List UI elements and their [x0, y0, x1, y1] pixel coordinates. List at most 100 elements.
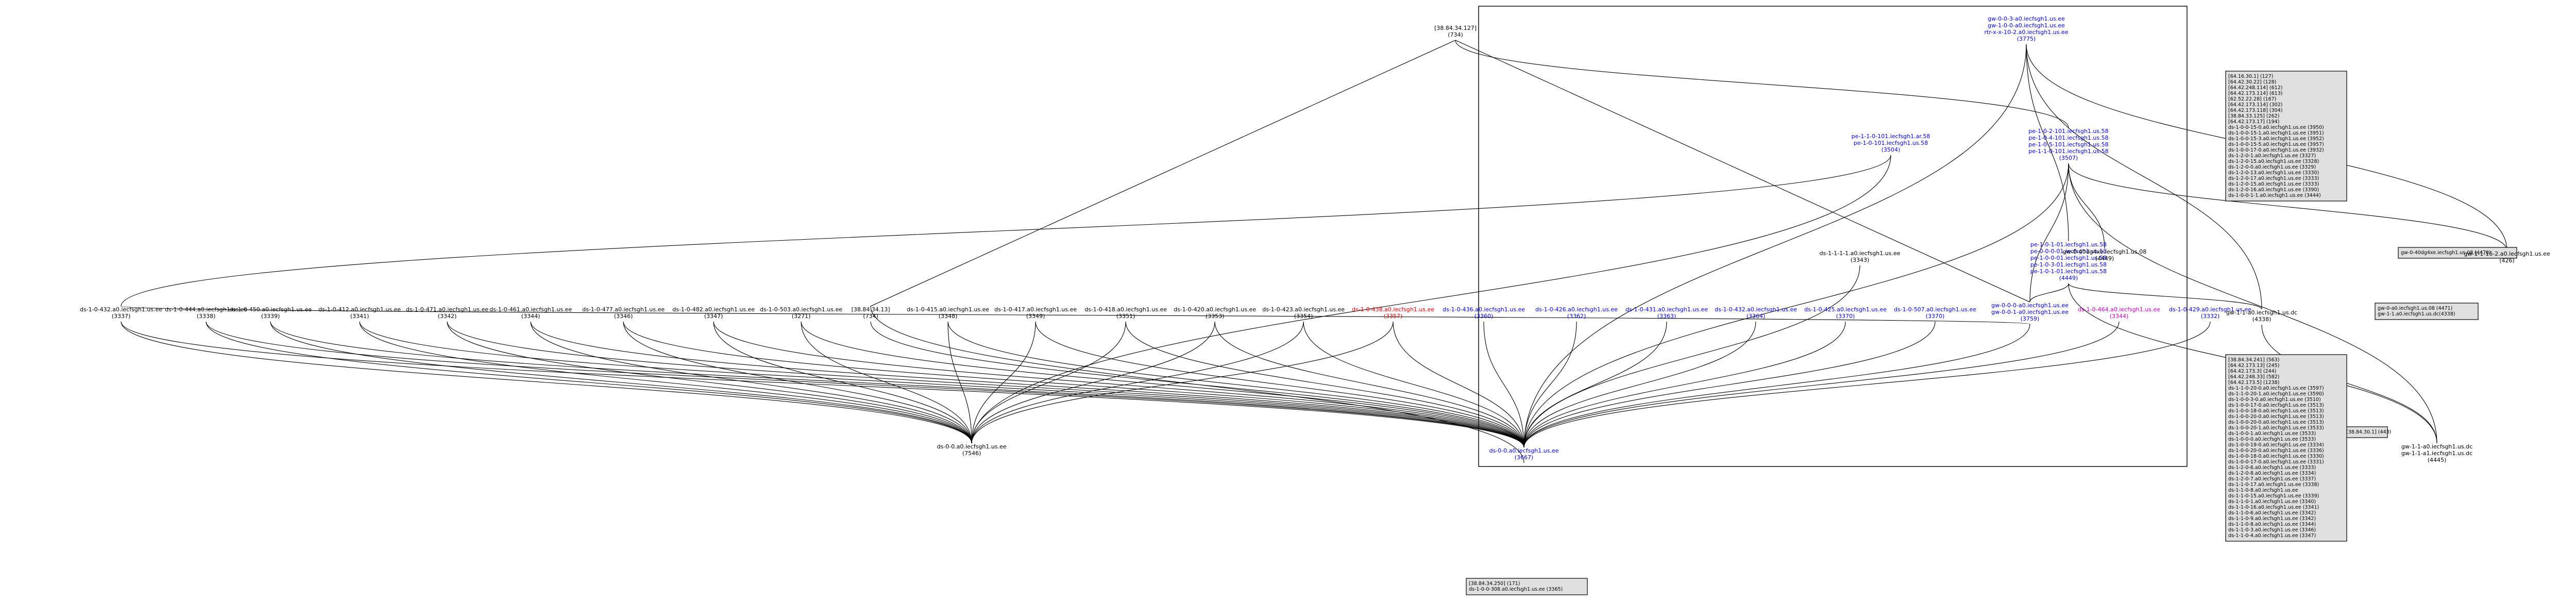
- graph-edge: [801, 321, 1524, 448]
- group-box-line: ds-1-0-0-15-0.a0.iecfsgh1.us.ee (3950): [2228, 125, 2324, 130]
- group-box-line: ds-1-0-0-3-0.a0.iecfsgh1.us.ee (3510): [2228, 397, 2321, 403]
- node-line: (3337): [112, 313, 131, 320]
- node-line: ds-1-0-444.a0.iecfsgh1.us.ee: [165, 306, 247, 313]
- node-line: (3370): [1836, 313, 1855, 320]
- node-label-hub: ds-0-0.a0.iecfsgh1.us.ee(3667): [1489, 447, 1558, 461]
- node-line: pe-0-0-0-01.iecfsgh1.us.58: [2030, 248, 2107, 255]
- graph-edge: [1523, 321, 1667, 448]
- node-line: (3759): [2021, 315, 2040, 322]
- group-box-line: gw-0-a0.iecfsgh1.us.08 (4471): [2378, 306, 2452, 311]
- node-line: gw-1-1-a0.iecfsgh1.us.dc: [2226, 309, 2297, 316]
- group-box-line: ds-1-1-0-20-0.a0.iecfsgh1.us.ee (3597): [2228, 386, 2324, 391]
- graph-edge: [206, 321, 1524, 448]
- group-box-line: ds-1-2-0-1.a0.iecfsgh1.us.ee (3327): [2228, 153, 2316, 159]
- node-line: gw-0-0-0-a0.iecfsgh1.us.ee: [1991, 302, 2069, 309]
- node-label-h8: ds-1-0-482.a0.iecfsgh1.us.ee(3347): [672, 306, 755, 320]
- group-box-line: ds-1-2-0-0.a0.iecfsgh1.us.ee (3329): [2228, 164, 2316, 170]
- graph-edge: [1523, 321, 2120, 448]
- group-box-line: ds-1-1-0-6.a0.iecfsgh1.us.ee (3342): [2228, 510, 2316, 516]
- graph-edge: [2026, 44, 2262, 310]
- node-line: (3353): [1206, 313, 1225, 320]
- graph-edge: [870, 40, 1456, 307]
- node-line: gw-1-1-a0.iecfsgh1.us.dc: [2401, 443, 2472, 450]
- node-line: gw-1-1-16-2.a0.iecfsgh1.us.ee: [2464, 251, 2550, 257]
- node-line: gw-1-0-0-a0.iecfsgh1.us.ee: [1988, 22, 2065, 29]
- node-line: ds-1-0-482.a0.iecfsgh1.us.ee: [672, 306, 755, 313]
- graph-edge: [121, 321, 1524, 448]
- graph-edge: [121, 321, 972, 444]
- graph-edge: [947, 321, 1524, 448]
- node-line: pe-1-0-1-01.iecfsgh1.us.58: [2030, 241, 2107, 248]
- node-line: ds-1-0-423.a0.iecfsgh1.us.ee: [1262, 306, 1345, 313]
- node-line: (3667): [1515, 454, 1534, 461]
- graph-edge: [2261, 324, 2437, 444]
- graph-edge: [623, 321, 1524, 448]
- group-box-line: ds-1-2-0-15.a0.iecfsgh1.us.ee (3333): [2228, 181, 2319, 187]
- group-box-line: ds-1-0-0-0.a0.iecfsgh1.us.ee (3533): [2228, 437, 2316, 442]
- node-label-h22: ds-1-0-507.a0.iecfsgh1.us.ee(3370): [1894, 306, 1976, 320]
- group-box-line: [64.42.173.13] (245): [2228, 363, 2279, 369]
- group-box-line: ds-1-0-0-1.a0.iecfsgh1.us.ee (3533): [2228, 431, 2316, 437]
- graph-edge: [1523, 321, 2211, 448]
- group-box-line: ds-1-2-0-6.a0.iecfsgh1.us.ee (3333): [2228, 465, 2316, 471]
- group-box-line: ds-1-0-0-20-0.a0.iecfsgh1.us.ee (3336): [2228, 448, 2324, 454]
- group-box-line: gw-1-1.a0.iecfsgh1.us.dc(4338): [2378, 311, 2455, 317]
- node-line: (3362): [1567, 313, 1586, 320]
- group-box-line: [64.16.30.1] (127): [2228, 74, 2273, 79]
- node-line: gw-1-1-a1.iecfsgh1.us.dc: [2401, 450, 2472, 457]
- graph-edge: [1303, 321, 1524, 448]
- group-box-box_right_mid: [2398, 247, 2517, 259]
- graph-edge: [206, 321, 972, 444]
- node-line: [38.84.34.127]: [1434, 25, 1477, 31]
- graph-edges: [121, 40, 2507, 463]
- group-box-line: ds-1-1-0-8.a0.iecfsgh1.us.ee (3344): [2228, 522, 2316, 527]
- node-line: (3351): [1116, 313, 1136, 320]
- node-line: (3360): [1475, 313, 1494, 320]
- group-box-line: ds-1-1-0-8.a0.iecfsgh1.us.ee: [2228, 488, 2298, 493]
- graph-edge: [1523, 163, 2069, 448]
- node-line: ds-1-0-412.a0.iecfsgh1.us.ee: [318, 306, 401, 313]
- node-label-h3: ds-1-0-450.a0.iecfsgh1.us.ee(3339): [229, 306, 312, 320]
- node-line: pe-1-0-0-01.iecfsgh1.us.58: [2030, 255, 2107, 261]
- node-label-h6: ds-1-0-461.a0.iecfsgh1.us.ee(3344): [489, 306, 572, 320]
- node-line: ds-0-0.a0.iecfsgh1.us.ee: [937, 443, 1006, 450]
- group-box-line: [64.42.173.118] (304): [2228, 108, 2282, 113]
- graph-edge: [1523, 44, 2027, 448]
- node-label-h15: ds-1-0-423.a0.iecfsgh1.us.ee(3354): [1262, 306, 1345, 320]
- graph-edge: [2029, 283, 2069, 303]
- node-line: ds-1-0-503.a0.iecfsgh1.us.ee: [760, 306, 842, 313]
- node-line: (3357): [1384, 313, 1403, 320]
- graph-edge: [447, 321, 972, 444]
- node-line: ds-1-0-436.a0.iecfsgh1.us.ee: [1443, 306, 1525, 313]
- graph-edge: [1523, 324, 2030, 448]
- node-label-h2: ds-1-0-444.a0.iecfsgh1.us.ee(3338): [165, 306, 247, 320]
- group-box-line: ds-1-1-0-4.a0.iecfsgh1.us.ee (3347): [2228, 533, 2316, 539]
- graph-edge: [1523, 321, 1936, 448]
- node-line: ds-1-1-1-1.a0.iecfsgh1.us.ee: [1820, 250, 1901, 257]
- group-box-text: [38.84.34.241] (563)[64.42.173.13] (245)…: [2228, 357, 2324, 539]
- group-box-line: ds-1-0-0-15-1.a0.iecfsgh1.us.ee (3951): [2228, 130, 2324, 136]
- group-box-line: [64.42.173.3] (244): [2228, 369, 2276, 374]
- node-line: gw-0-40dg4xe.iecfsgh1.us.08: [2063, 248, 2146, 255]
- graph-edge: [971, 321, 1126, 444]
- node-line: gw-0-0-1-a0.iecfsgh1.us.ee: [1991, 309, 2069, 315]
- graph-boxes: [64.16.30.1] (127)[64.42.30.22] (128)[64…: [1466, 71, 2517, 595]
- graph-edge: [121, 306, 2030, 325]
- node-line: ds-1-0-426.a0.iecfsgh1.us.ee: [1535, 306, 1618, 313]
- node-line: (3348): [939, 313, 958, 320]
- node-label-h13: ds-1-0-418.a0.iecfsgh1.us.ee(3351): [1084, 306, 1167, 320]
- group-box-line: ds-1-0-0-20-0.a0.iecfsgh1.us.ee (3513): [2228, 420, 2324, 425]
- graph-edge: [1455, 40, 2069, 128]
- node-label-h1: ds-1-0-432.a0.iecfsgh1.us.ee(3337): [80, 306, 162, 320]
- node-line: ds-1-0-450.a0.iecfsgh1.us.ee: [229, 306, 312, 313]
- group-box-line: ds-1-2-0-15.a0.iecfsgh1.us.ee (3328): [2228, 159, 2319, 164]
- node-line: (734): [863, 313, 878, 320]
- node-line: (4449): [2059, 275, 2078, 281]
- graph-edge: [1035, 321, 1524, 448]
- group-box-line: [64.42.248.33] (582): [2228, 374, 2279, 380]
- node-line: ds-1-0-477.a0.iecfsgh1.us.ee: [582, 306, 665, 313]
- graph-edge: [801, 321, 972, 444]
- node-label-h24: ds-1-0-429.a0.iecfsgh1.us.ee(3332): [2169, 306, 2251, 320]
- node-line: (3344): [521, 313, 540, 320]
